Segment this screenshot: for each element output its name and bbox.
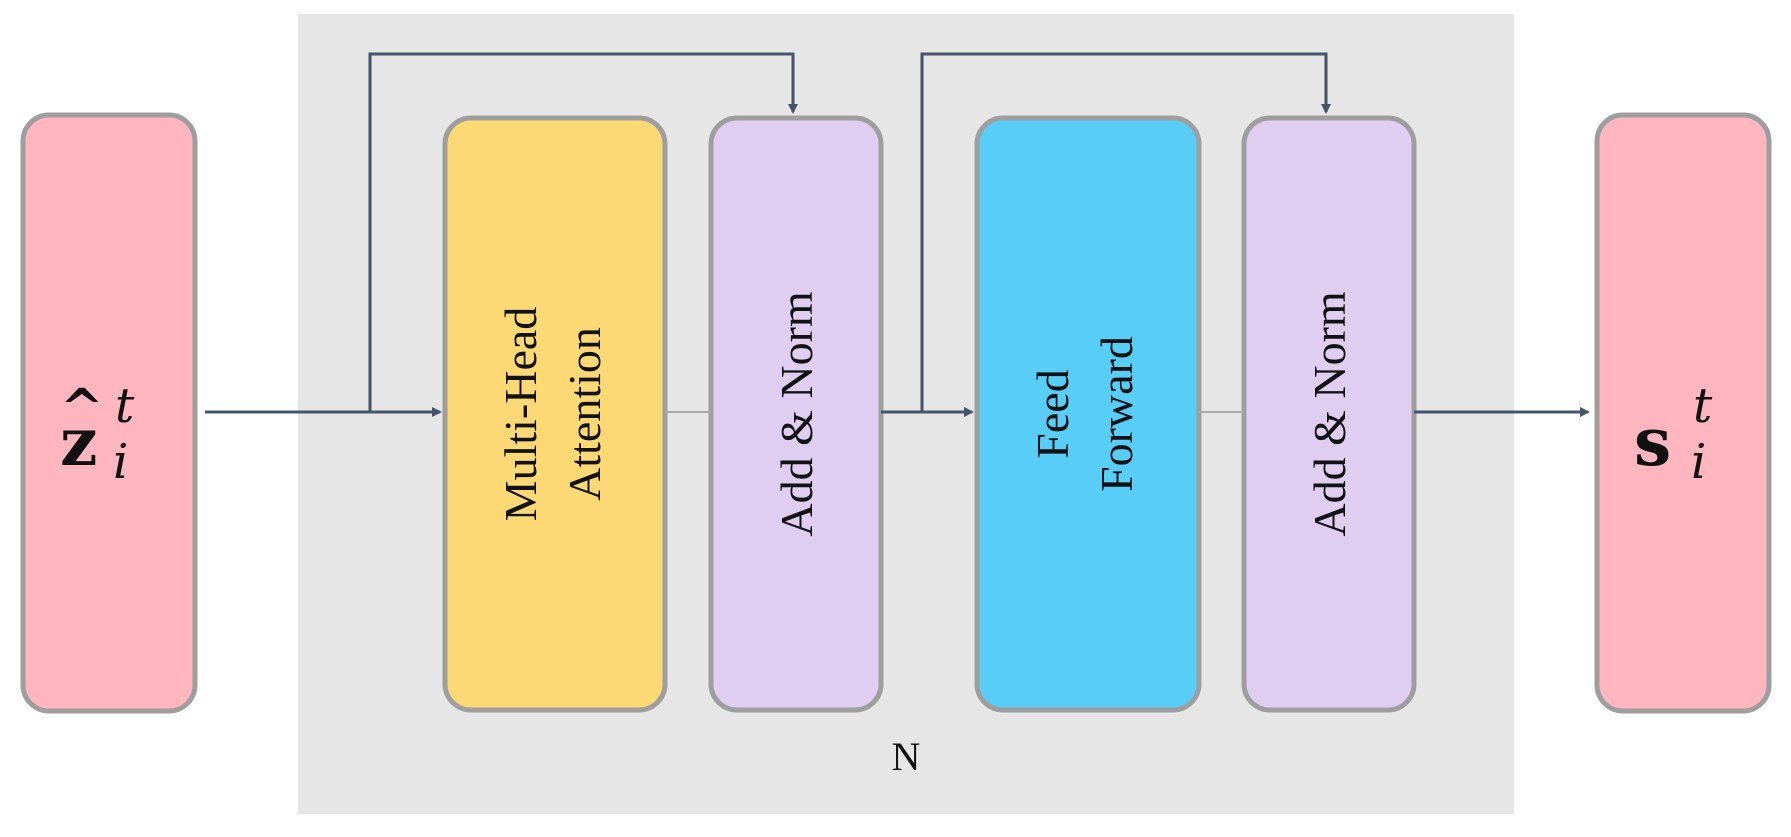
output-symbol: s bbox=[1634, 403, 1671, 481]
input-superscript: t bbox=[115, 378, 135, 434]
multi-head-attention-block: Multi-Head Attention bbox=[442, 115, 668, 713]
output-superscript: t bbox=[1693, 378, 1713, 434]
feed-forward-label-line1: Feed bbox=[1027, 369, 1078, 458]
feed-forward-block: Feed Forward bbox=[974, 115, 1202, 713]
input-block: z ^ t i bbox=[20, 112, 198, 714]
input-hat: ^ bbox=[60, 378, 104, 439]
output-block: s t i bbox=[1594, 112, 1772, 714]
feed-forward-label-line2: Forward bbox=[1091, 336, 1142, 492]
attention-label-line2: Attention bbox=[559, 327, 610, 501]
add-norm-block-1: Add & Norm bbox=[708, 115, 884, 713]
output-subscript: i bbox=[1691, 434, 1706, 490]
add-norm-block-2: Add & Norm bbox=[1241, 115, 1417, 713]
residual-arrow-1 bbox=[368, 52, 798, 412]
add-norm-1-label: Add & Norm bbox=[771, 291, 822, 537]
add-norm-2-label: Add & Norm bbox=[1304, 291, 1355, 537]
input-symbol: z bbox=[60, 403, 97, 481]
input-subscript: i bbox=[113, 434, 128, 490]
residual-arrow-2 bbox=[920, 52, 1331, 412]
repeat-count-label: N bbox=[892, 734, 921, 779]
attention-label-line1: Multi-Head bbox=[495, 307, 546, 522]
